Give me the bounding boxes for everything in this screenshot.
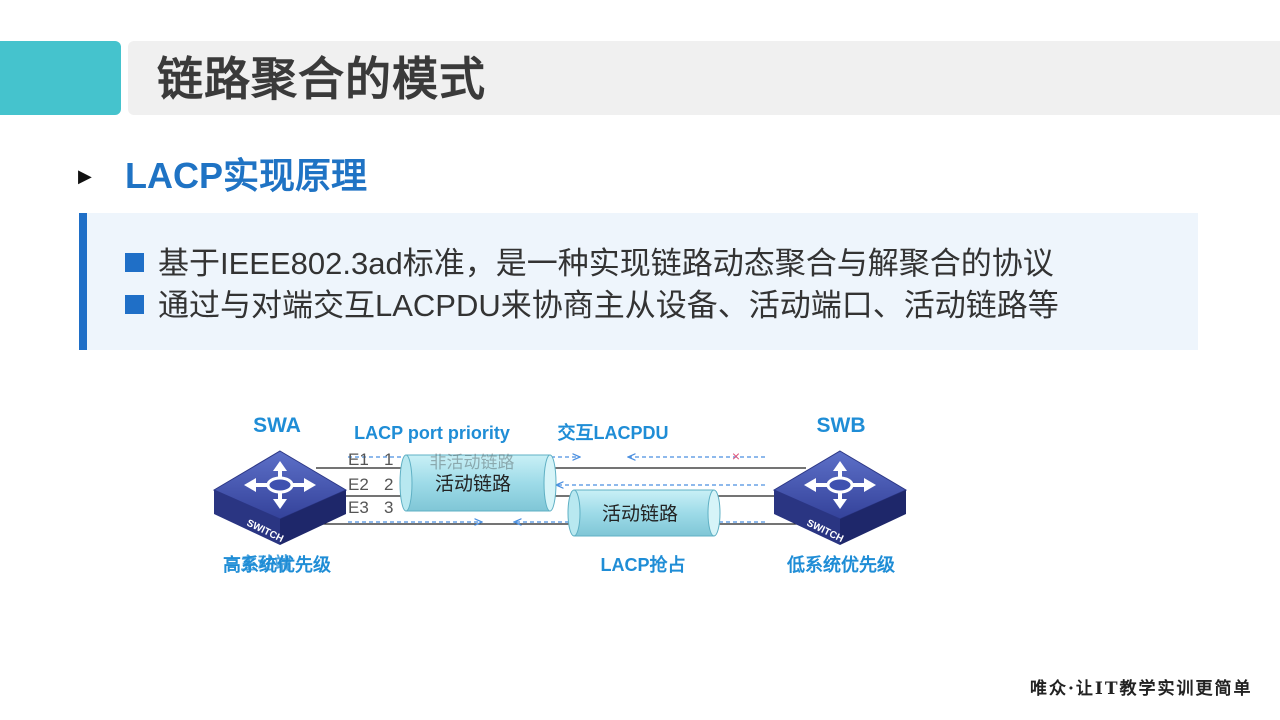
initiator-label: 主动端 xyxy=(241,553,292,573)
title-accent-bar xyxy=(0,41,121,115)
info-item: 基于IEEE802.3ad标准，是一种实现链路动态聚合与解聚合的协议 xyxy=(125,242,1054,286)
square-bullet-icon xyxy=(125,253,144,272)
info-item-text: 通过与对端交互LACPDU来协商主从设备、活动端口、活动链路等 xyxy=(158,288,1059,323)
high-priority-label: 高系统优先级 xyxy=(223,554,332,575)
low-priority-label: 低系统优先级 xyxy=(786,554,896,575)
info-item: 通过与对端交互LACPDU来协商主从设备、活动端口、活动链路等 xyxy=(125,284,1059,328)
triangle-bullet-icon: ▶ xyxy=(78,166,92,186)
lacpdu-exchange-label: 交互LACPDU xyxy=(558,422,669,443)
reject-mark: × xyxy=(732,448,740,464)
port-name: E1 xyxy=(348,450,369,469)
port-name: E2 xyxy=(348,475,369,494)
footer-slogan: 唯众·让IT教学实训更简单 xyxy=(1030,679,1253,699)
info-item-text: 基于IEEE802.3ad标准，是一种实现链路动态聚合与解聚合的协议 xyxy=(158,246,1054,281)
port-name: E3 xyxy=(348,498,369,517)
title-bar xyxy=(128,41,1280,115)
active-link-label: 活动链路 xyxy=(435,473,511,495)
switch-a-icon: SWITCH xyxy=(212,450,348,545)
link-lines xyxy=(316,467,806,525)
page-title: 链路聚合的模式 xyxy=(157,53,486,105)
lacp-preempt-label: LACP抢占 xyxy=(601,554,686,575)
port-priority: 1 xyxy=(384,450,393,469)
port-priority: 3 xyxy=(384,498,393,517)
port-priority: 2 xyxy=(384,475,393,494)
active-link-tube-2: 活动链路 xyxy=(567,489,721,537)
active-link-label: 活动链路 xyxy=(602,503,678,525)
switch-b-icon: SWITCH xyxy=(772,450,908,545)
info-box xyxy=(79,213,1198,350)
inactive-link-label: 非活动链路 xyxy=(430,453,515,472)
switch-b-name: SWB xyxy=(817,414,866,437)
section-title: LACP实现原理 xyxy=(125,155,367,196)
port-labels: E1 1 E2 2 E3 3 xyxy=(348,450,393,517)
square-bullet-icon xyxy=(125,295,144,314)
port-priority-label: LACP port priority xyxy=(354,423,510,443)
active-link-tube-1: 非活动链路 活动链路 xyxy=(399,453,557,512)
switch-a-name: SWA xyxy=(253,414,301,437)
